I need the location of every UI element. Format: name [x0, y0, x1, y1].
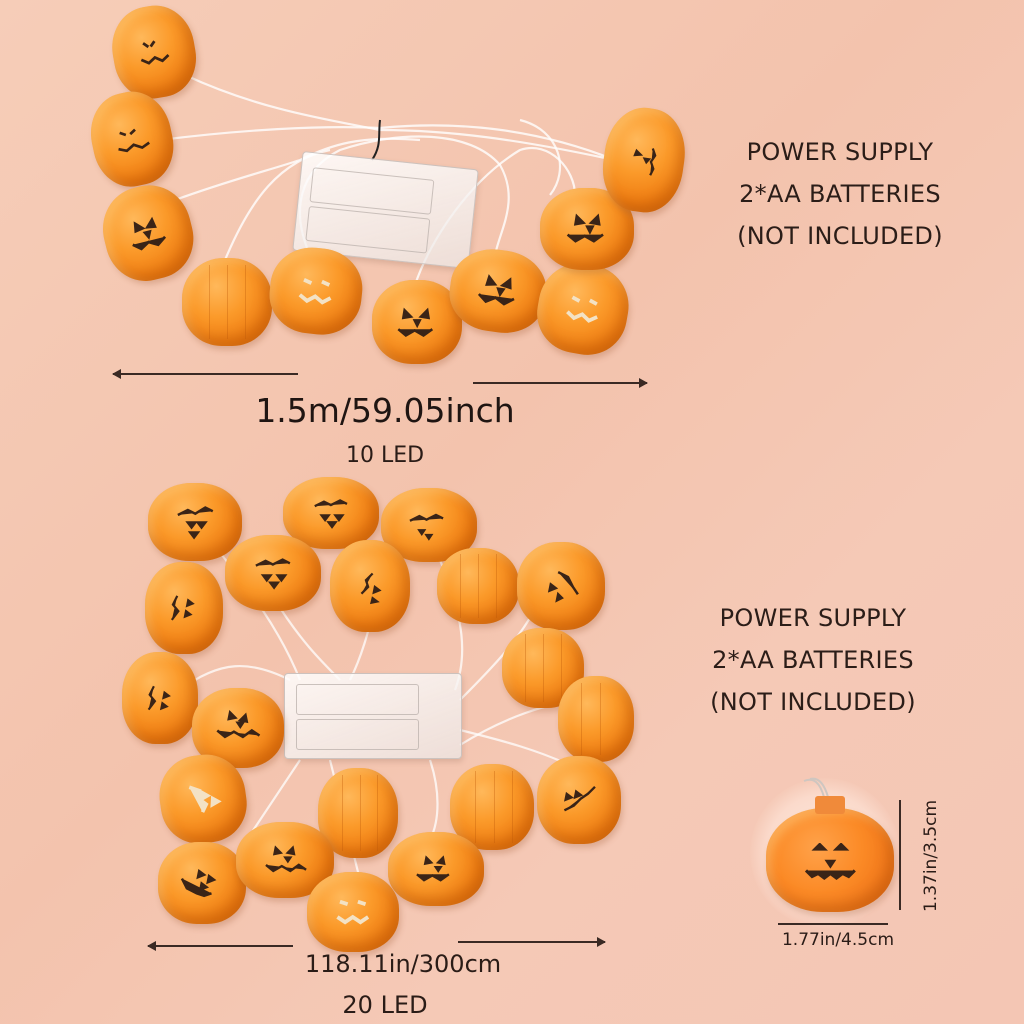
pumpkin-led	[158, 842, 246, 924]
pumpkin-led	[540, 188, 634, 270]
pumpkin-led	[597, 102, 691, 218]
power-supply-title: POWER SUPPLY	[746, 138, 934, 166]
pumpkin-led	[530, 256, 636, 362]
pumpkin-led	[154, 749, 252, 849]
top-length-label: 1.5m/59.05inch	[255, 391, 515, 430]
length-arrow-right	[458, 938, 606, 946]
battery-spec: 2*AA BATTERIES	[712, 646, 914, 674]
pumpkin-led	[307, 872, 399, 952]
top-power-supply-note: POWER SUPPLY 2*AA BATTERIES (NOT INCLUDE…	[700, 131, 980, 257]
width-label: 1.77in/4.5cm	[781, 930, 895, 950]
pumpkin-led	[330, 540, 410, 632]
pumpkin-led	[225, 535, 321, 611]
pumpkin-led	[437, 548, 519, 624]
pumpkin-led	[83, 84, 181, 194]
pumpkin-led	[388, 832, 484, 906]
battery-box	[284, 673, 462, 759]
battery-note: (NOT INCLUDED)	[710, 688, 916, 716]
width-dimension-line	[778, 923, 888, 925]
battery-spec: 2*AA BATTERIES	[739, 180, 941, 208]
pumpkin-led	[318, 768, 398, 858]
battery-note: (NOT INCLUDED)	[737, 222, 943, 250]
pumpkin-led	[372, 280, 462, 364]
pumpkin-led	[558, 676, 634, 762]
pumpkin-wire	[803, 777, 829, 798]
power-supply-title: POWER SUPPLY	[719, 604, 907, 632]
height-label: 1.37in/3.5cm	[921, 799, 941, 913]
pumpkin-led	[444, 243, 552, 339]
pumpkin-led	[93, 176, 203, 290]
pumpkin-led	[265, 243, 367, 339]
pumpkin-led	[122, 652, 198, 744]
top-led-count: 10 LED	[345, 443, 425, 468]
pumpkin-led	[148, 483, 242, 561]
bottom-power-supply-note: POWER SUPPLY 2*AA BATTERIES (NOT INCLUDE…	[668, 597, 958, 723]
pumpkin-led	[517, 542, 605, 630]
length-arrow-left	[147, 942, 293, 950]
length-arrow-left	[112, 370, 298, 378]
pumpkin-led	[450, 764, 534, 850]
length-arrow-right	[473, 379, 648, 387]
pumpkin-led	[105, 0, 203, 105]
pumpkin-led	[182, 258, 272, 346]
bottom-length-label: 118.11in/300cm	[304, 950, 502, 978]
height-dimension-line	[899, 800, 901, 910]
bottom-led-count: 20 LED	[342, 991, 428, 1019]
pumpkin-led	[145, 562, 223, 654]
pumpkin-led	[537, 756, 621, 844]
pumpkin-led	[766, 795, 894, 912]
pumpkin-led	[283, 477, 379, 549]
